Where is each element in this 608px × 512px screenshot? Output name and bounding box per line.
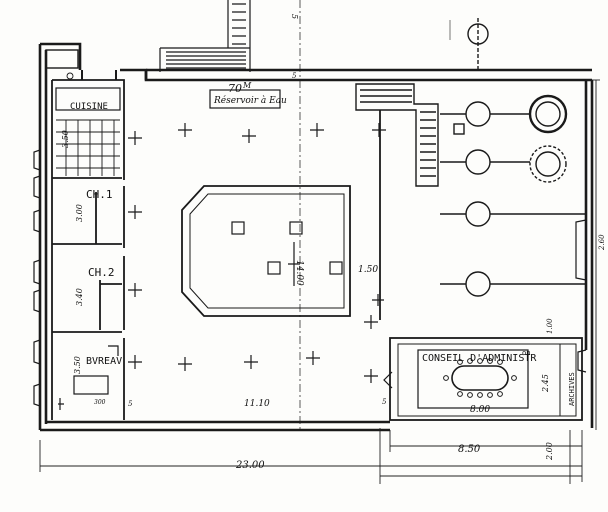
exterior-walls xyxy=(38,42,594,432)
left-rooms xyxy=(51,79,125,420)
colonnade xyxy=(440,18,586,297)
central-hall xyxy=(181,185,351,317)
top-stair xyxy=(159,0,251,72)
reservoir-frame xyxy=(209,89,281,109)
reservoir-label: Réservoir à Eau xyxy=(213,95,287,106)
dim-right-height: 2.60 xyxy=(598,234,606,251)
reservoir: 70 M Réservoir à Eau xyxy=(209,81,287,109)
dim-top-mark: 5 xyxy=(290,14,299,19)
office-furniture xyxy=(58,345,119,410)
kitchen-tile-grid xyxy=(55,70,121,176)
dim-conseil-side: 1.00 xyxy=(546,318,554,334)
room-label-ch1: CH.1 xyxy=(86,188,113,201)
dim-conseil-depth: 2.45 xyxy=(541,374,550,393)
right-stair xyxy=(355,83,439,320)
dim-bottom-span: 11.10 xyxy=(244,399,270,409)
dim-hall-gap: 1.50 xyxy=(358,265,378,275)
right-facade xyxy=(575,219,587,373)
room-label-board: CONSEIL D'ADMINISTR xyxy=(422,353,537,364)
board-room xyxy=(383,337,583,421)
dim-small-5a: 5 xyxy=(128,400,133,408)
dim-office-height: 3.50 xyxy=(73,356,82,374)
room-label-kitchen: CUISINE xyxy=(70,102,108,112)
dim-ch2-height: 3.40 xyxy=(75,288,84,306)
dim-bottom-offset: 2.00 xyxy=(545,442,554,461)
dimension-lines xyxy=(39,79,600,484)
dim-hall-width: 14.00 xyxy=(294,260,304,286)
room-label-office: BVREAV xyxy=(86,356,122,367)
dim-small-5c: 5 xyxy=(292,72,297,80)
room-label-archives: ARCHIVES xyxy=(568,372,576,406)
reservoir-volume: 70 xyxy=(228,82,242,95)
reservoir-volume-unit: M xyxy=(242,81,252,90)
dim-right-span: 8.50 xyxy=(458,444,481,455)
dim-ch1-height: 3.00 xyxy=(75,204,84,222)
dim-kitchen-height: 3.50 xyxy=(61,130,70,148)
dim-total-width: 23.00 xyxy=(235,460,265,471)
dim-small-5b: 5 xyxy=(382,398,387,406)
column-markers xyxy=(128,123,386,383)
room-label-ch2: CH.2 xyxy=(88,266,115,279)
left-facade-windows xyxy=(33,149,41,407)
top-left-shaft xyxy=(45,49,79,69)
dim-office-mark: 300 xyxy=(94,399,106,406)
room-label-board-suffix: on xyxy=(522,349,530,357)
dim-conseil-width: 8.00 xyxy=(470,405,490,415)
